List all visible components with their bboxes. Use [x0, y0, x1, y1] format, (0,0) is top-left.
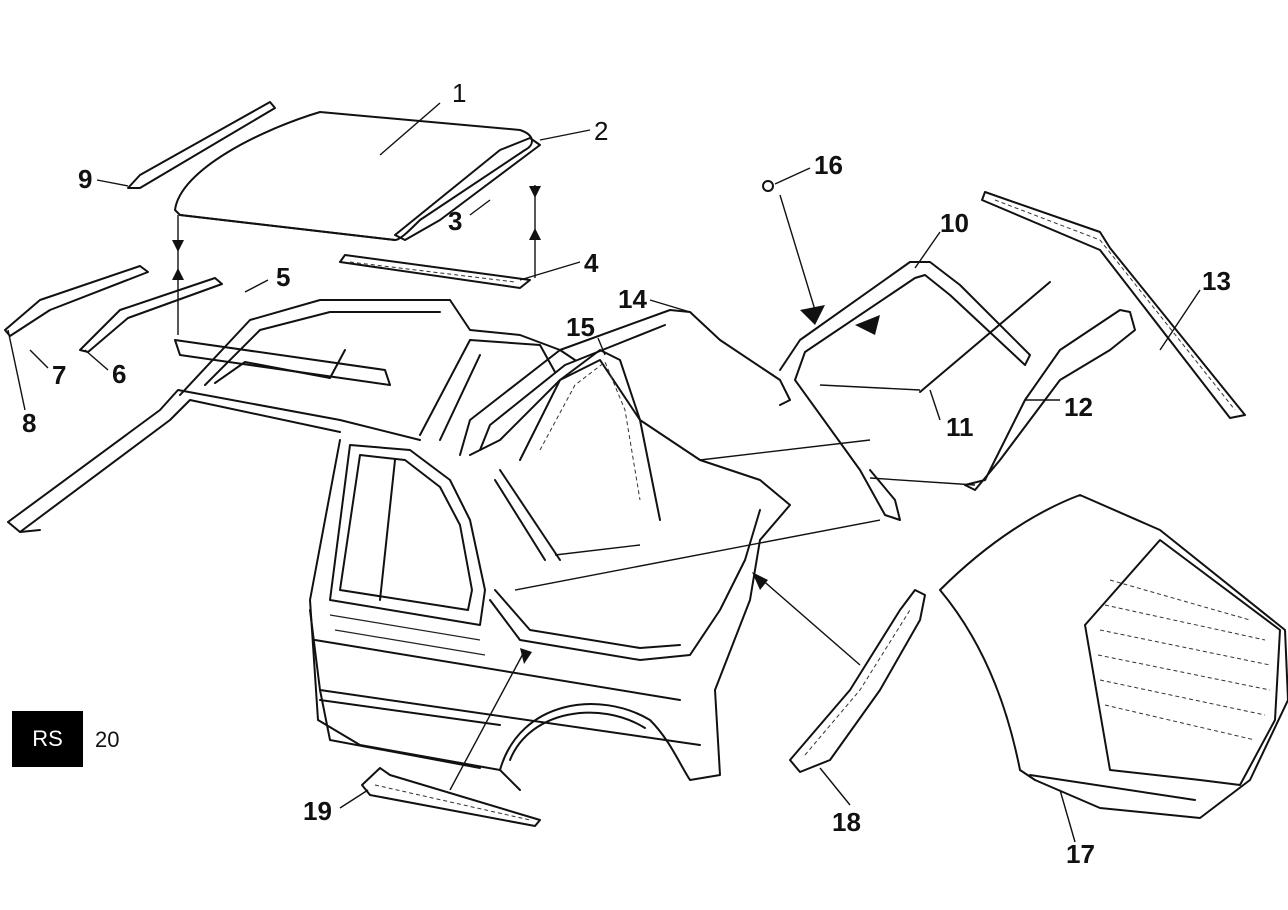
part-roof-panel: [174, 111, 533, 241]
callout-18: 18: [832, 807, 861, 837]
callout-12: 12: [1064, 392, 1093, 422]
callout-2: 2: [594, 116, 608, 146]
callout-8: 8: [22, 408, 36, 438]
part-window-trim: [919, 281, 1051, 393]
callout-16: 16: [814, 150, 843, 180]
part-roof-trim-strip: [981, 191, 1246, 419]
part-header-beam: [174, 339, 391, 386]
callout-6: 6: [112, 359, 126, 389]
part-rear-window-frame: [779, 261, 1031, 521]
callout-14: 14: [618, 284, 647, 314]
part-rear-cross-panel: [789, 589, 926, 773]
part-roof-rail-right: [394, 137, 541, 241]
callout-19: 19: [303, 796, 332, 826]
part-roof-crossmember: [339, 254, 531, 289]
callout-labels: 1 2 3 4 5 6 7 8 9 10 11 12 13 14 15 16 1…: [22, 78, 1231, 869]
callout-1: 1: [452, 78, 466, 108]
part-roof-rail-left: [127, 101, 276, 189]
callout-4: 4: [584, 248, 599, 278]
callout-11: 11: [946, 412, 974, 442]
part-rear-frame-outer: [459, 309, 791, 456]
callout-5: 5: [276, 262, 290, 292]
callout-17: 17: [1066, 839, 1095, 869]
rs-badge: RS: [12, 711, 83, 767]
callout-3: 3: [448, 206, 462, 236]
callout-13: 13: [1202, 266, 1231, 296]
callout-10: 10: [940, 208, 969, 238]
callout-7: 7: [52, 360, 66, 390]
assembly-arrows: [172, 185, 976, 791]
callout-leaders: [7, 102, 1201, 843]
part-sill-strip: [361, 767, 541, 827]
figure-number: 20: [95, 727, 120, 752]
part-hardtop-shell: [939, 494, 1288, 819]
callout-15: 15: [566, 312, 595, 342]
part-rear-frame-inner: [519, 349, 661, 521]
callout-9: 9: [78, 164, 92, 194]
part-side-trim: [4, 265, 149, 337]
part-screw: [762, 180, 774, 192]
